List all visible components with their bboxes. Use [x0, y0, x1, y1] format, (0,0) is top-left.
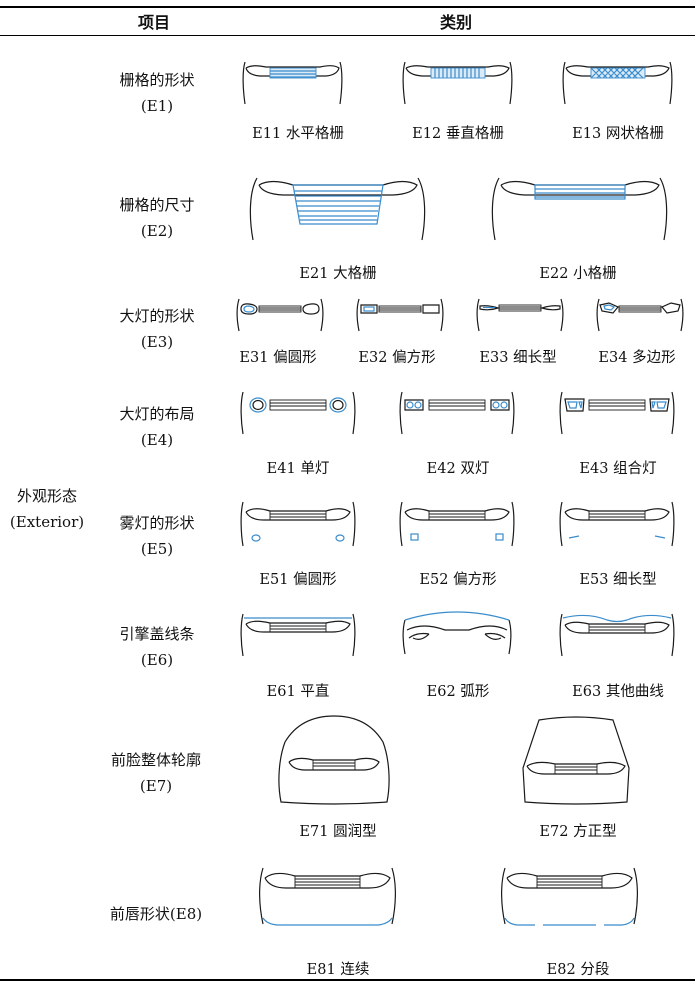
header-item: 项目 [138, 13, 171, 32]
e4-item-2: E42 双灯 [426, 461, 490, 477]
header-rule [0, 35, 695, 36]
e6-item-1: E61 平直 [266, 684, 330, 700]
row-e1-name: 栅格的形状 [119, 71, 195, 89]
e82-segmented-lip-diagram [501, 867, 638, 926]
e11-horizontal-grille-diagram [242, 61, 343, 105]
e7-item-1: E71 圆润型 [299, 824, 377, 840]
e41-single-light-diagram [240, 391, 356, 435]
e3-item-3: E33 细长型 [479, 350, 557, 366]
e62-arc-hood-diagram [402, 611, 512, 655]
e1-item-3: E13 网状格栅 [572, 126, 664, 142]
top-rule [0, 6, 695, 8]
row-e3-label: 大灯的形状 (E3) [112, 306, 202, 352]
e72-square-profile-diagram [522, 716, 630, 805]
header-class: 类别 [440, 13, 473, 32]
row-e5-code: (E5) [140, 540, 174, 558]
row-e1-label: 栅格的形状 (E1) [112, 70, 202, 116]
row-e5-label: 雾灯的形状 (E5) [112, 513, 202, 559]
row-e8-label: 前唇形状(E8) [100, 904, 212, 924]
row-e4-code: (E4) [140, 431, 174, 449]
main-category: 外观形态 (Exterior) [2, 486, 92, 532]
e7-item-2: E72 方正型 [539, 824, 617, 840]
e6-item-3: E63 其他曲线 [572, 684, 664, 700]
e33-slim-headlight-diagram [476, 298, 564, 332]
e81-continuous-lip-diagram [259, 867, 396, 926]
e3-item-1: E31 偏圆形 [239, 350, 317, 366]
e31-round-headlight-diagram [236, 298, 324, 332]
e4-item-1: E41 单灯 [266, 461, 330, 477]
e3-item-4: E34 多边形 [598, 350, 676, 366]
e13-mesh-grille-diagram [562, 61, 673, 105]
e12-vertical-grille-diagram [402, 61, 513, 105]
e21-large-grille-diagram [249, 177, 426, 241]
row-e2-name: 栅格的尺寸 [119, 196, 195, 214]
e42-dual-light-diagram [399, 391, 515, 435]
e52-square-foglight-diagram [399, 501, 515, 547]
e43-combined-light-diagram [559, 391, 675, 435]
row-e5-name: 雾灯的形状 [119, 514, 195, 532]
e63-other-curve-hood-diagram [559, 613, 675, 657]
e61-flat-hood-diagram [240, 613, 356, 657]
e1-item-1: E11 水平格栅 [252, 126, 344, 142]
e32-square-headlight-diagram [356, 298, 444, 332]
e2-item-1: E21 大格栅 [299, 266, 377, 282]
row-e7-label: 前脸整体轮廓 (E7) [100, 750, 212, 796]
e8-item-2: E82 分段 [546, 962, 610, 978]
row-e7-code: (E7) [139, 777, 173, 795]
row-e6-name: 引擎盖线条 [119, 625, 195, 643]
e2-item-2: E22 小格栅 [539, 266, 617, 282]
e1-item-2: E12 垂直格栅 [412, 126, 504, 142]
row-e4-name: 大灯的布局 [119, 405, 195, 423]
row-e3-name: 大灯的形状 [119, 307, 195, 325]
row-e7-name: 前脸整体轮廓 [110, 751, 201, 769]
e5-item-3: E53 细长型 [579, 572, 657, 588]
row-e2-code: (E2) [140, 222, 174, 240]
row-e4-label: 大灯的布局 (E4) [112, 404, 202, 450]
main-category-name-en: (Exterior) [9, 513, 85, 531]
e4-item-3: E43 组合灯 [579, 461, 657, 477]
e6-item-2: E62 弧形 [426, 684, 490, 700]
e3-item-2: E32 偏方形 [358, 350, 436, 366]
e5-item-2: E52 偏方形 [419, 572, 497, 588]
row-e2-label: 栅格的尺寸 (E2) [112, 195, 202, 241]
e5-item-1: E51 偏圆形 [259, 572, 337, 588]
e22-small-grille-diagram [491, 177, 668, 241]
e71-rounded-profile-diagram [278, 715, 390, 805]
row-e6-label: 引擎盖线条 (E6) [112, 624, 202, 670]
e34-polygon-headlight-diagram [596, 298, 684, 332]
bottom-rule [0, 979, 695, 981]
e51-round-foglight-diagram [240, 501, 356, 547]
row-e6-code: (E6) [140, 651, 174, 669]
e53-slim-foglight-diagram [559, 501, 675, 547]
row-e1-code: (E1) [140, 97, 174, 115]
row-e8-name: 前唇形状(E8) [109, 905, 203, 923]
main-category-name: 外观形态 [16, 487, 77, 505]
row-e3-code: (E3) [140, 333, 174, 351]
e8-item-1: E81 连续 [306, 962, 370, 978]
